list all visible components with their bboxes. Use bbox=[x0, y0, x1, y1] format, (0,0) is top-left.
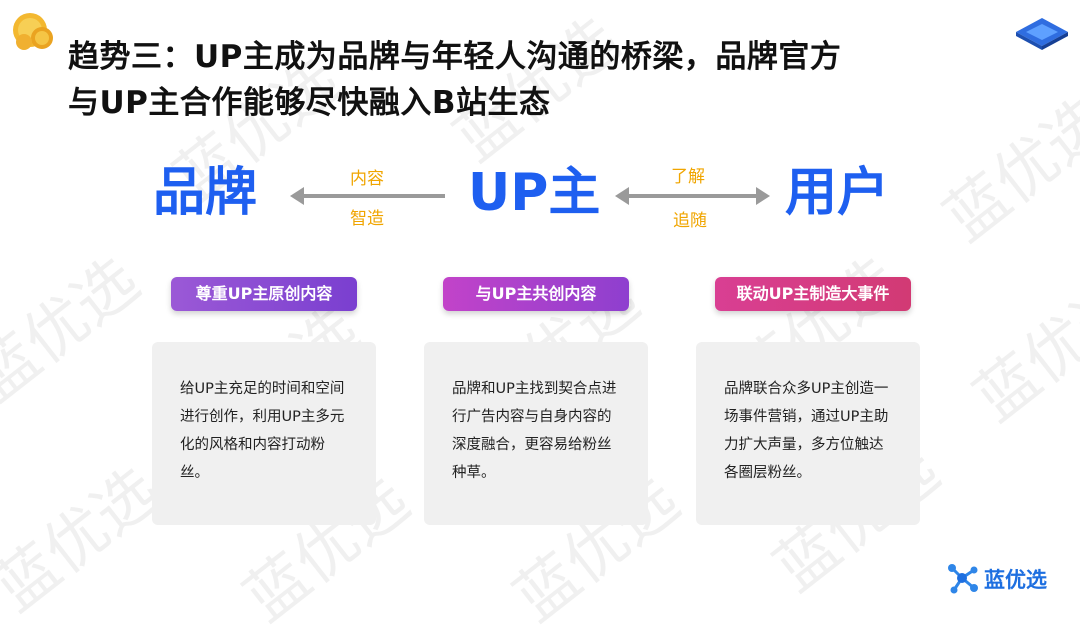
pillar-label-2: 与UP主共创内容 bbox=[443, 277, 629, 311]
molecule-icon bbox=[948, 564, 978, 594]
chip-icon bbox=[1016, 18, 1068, 50]
coin-icon bbox=[13, 13, 53, 50]
arrow-left bbox=[290, 187, 445, 205]
watermark: 蓝优选 bbox=[960, 263, 1080, 436]
title-line-2: 与UP主合作能够尽快融入B站生态 bbox=[68, 85, 551, 121]
arrow-label-follow: 追随 bbox=[673, 211, 707, 231]
brand-logo: 蓝优选 bbox=[944, 558, 1074, 598]
node-user: 用户 bbox=[785, 163, 890, 223]
logo-text: 蓝优选 bbox=[984, 568, 1047, 592]
pillar-text-3: 品牌联合众多UP主创造一场事件营销，通过UP主助力扩大声量，多方位触达各圈层粉丝… bbox=[724, 381, 889, 481]
pillar-label-1: 尊重UP主原创内容 bbox=[171, 277, 357, 311]
watermark: 蓝优选 bbox=[0, 243, 153, 416]
pillar-card-3: 品牌联合众多UP主创造一场事件营销，通过UP主助力扩大声量，多方位触达各圈层粉丝… bbox=[696, 342, 920, 525]
arrow-label-create: 智造 bbox=[350, 209, 384, 229]
arrow-label-understand: 了解 bbox=[671, 167, 705, 187]
pillar-text-1: 给UP主充足的时间和空间进行创作，利用UP主多元化的风格和内容打动粉丝。 bbox=[180, 381, 345, 481]
watermark: 蓝优选 bbox=[0, 453, 173, 626]
pillar-card-2: 品牌和UP主找到契合点进行广告内容与自身内容的深度融合，更容易给粉丝种草。 bbox=[424, 342, 648, 525]
node-brand: 品牌 bbox=[153, 163, 258, 223]
pillar-text-2: 品牌和UP主找到契合点进行广告内容与自身内容的深度融合，更容易给粉丝种草。 bbox=[452, 381, 617, 481]
slide-title: 趋势三：UP主成为品牌与年轻人沟通的桥梁，品牌官方 与UP主合作能够尽快融入B站… bbox=[68, 34, 1028, 126]
node-up: UP主 bbox=[468, 163, 601, 223]
title-line-1: 趋势三：UP主成为品牌与年轻人沟通的桥梁，品牌官方 bbox=[68, 39, 842, 75]
pillar-label-3: 联动UP主制造大事件 bbox=[715, 277, 911, 311]
arrow-bidirectional bbox=[615, 187, 770, 205]
pillar-card-1: 给UP主充足的时间和空间进行创作，利用UP主多元化的风格和内容打动粉丝。 bbox=[152, 342, 376, 525]
arrow-label-content: 内容 bbox=[350, 169, 384, 189]
flow-diagram: 品牌 内容 智造 UP主 了解 追随 用户 bbox=[0, 150, 1080, 240]
